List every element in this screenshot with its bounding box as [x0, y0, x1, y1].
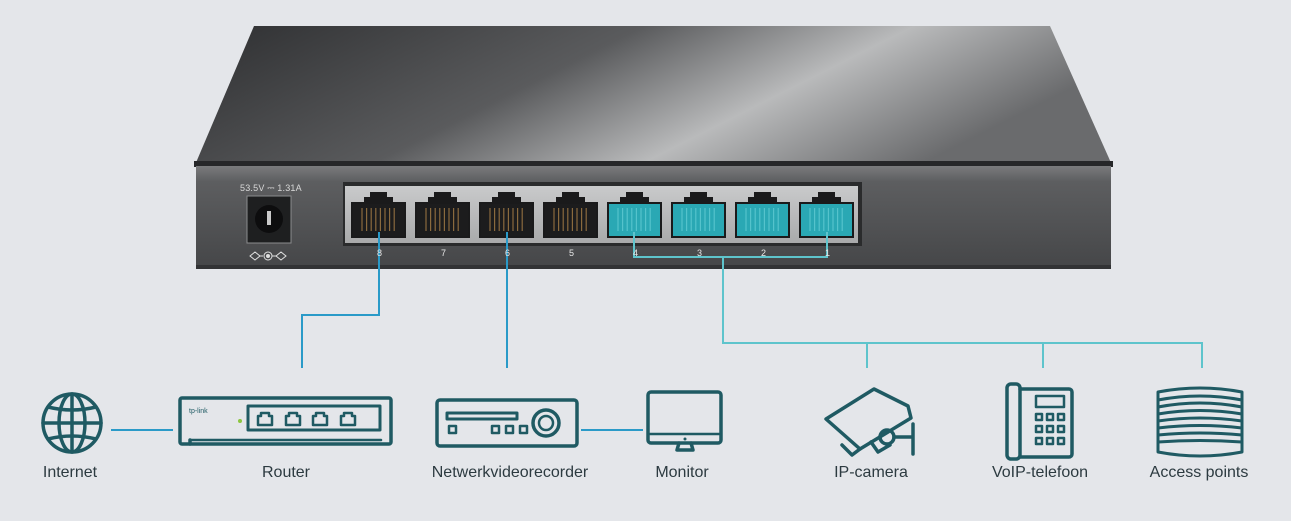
- globe-icon: [41, 392, 103, 454]
- port-number-2: 2: [760, 248, 767, 258]
- port-latch-notch: [428, 192, 457, 203]
- connections: [111, 232, 1203, 431]
- desk-phone-icon: [1005, 382, 1074, 461]
- monitor-icon: [646, 390, 723, 452]
- port-latch-notch: [748, 192, 777, 203]
- ethernet-port-1[interactable]: [799, 192, 854, 238]
- ethernet-port-4[interactable]: [607, 192, 662, 238]
- port-body: [543, 202, 598, 238]
- device-label-access-points: Access points: [1149, 464, 1249, 481]
- ethernet-ports: [351, 192, 854, 238]
- ethernet-port-2[interactable]: [735, 192, 790, 238]
- power-rating-text: 53.5V ⎓ 1.31A: [240, 183, 302, 193]
- port-number-5: 5: [568, 248, 575, 258]
- ethernet-port-3[interactable]: [671, 192, 726, 238]
- link-poe-trunk: [722, 257, 1203, 368]
- port-number-4: 4: [632, 248, 639, 258]
- port-body: [415, 202, 470, 238]
- access-point-icon: [1156, 386, 1244, 458]
- device-label-monitor: Monitor: [655, 464, 709, 481]
- port-latch-notch: [812, 192, 841, 203]
- ethernet-port-7[interactable]: [415, 192, 470, 238]
- device-label-nvr: Netwerkvideorecorder: [431, 464, 589, 481]
- router-brand-text: tp-link: [189, 408, 208, 415]
- device-label-internet: Internet: [42, 464, 98, 481]
- device-label-ip-camera: IP-camera: [834, 464, 908, 481]
- port-latch-notch: [364, 192, 393, 203]
- device-label-voip-phone: VoIP-telefoon: [991, 464, 1089, 481]
- poe-port-body: [735, 202, 790, 238]
- dc-polarity-icon: [249, 251, 287, 261]
- poe-switch: [194, 26, 1113, 269]
- port-latch-notch: [620, 192, 649, 203]
- device-label-router: Router: [261, 464, 311, 481]
- poe-port-body: [607, 202, 662, 238]
- port-latch-notch: [684, 192, 713, 203]
- port-number-6: 6: [504, 248, 511, 258]
- switch-top-edge: [194, 161, 1113, 167]
- ethernet-port-8[interactable]: [351, 192, 406, 238]
- switch-top-panel: [195, 26, 1112, 165]
- switch-bottom-edge: [196, 265, 1111, 269]
- port-body: [479, 202, 534, 238]
- ethernet-port-6[interactable]: [479, 192, 534, 238]
- power-jack-pin: [267, 211, 271, 225]
- poe-port-body: [671, 202, 726, 238]
- nvr-icon: [435, 398, 579, 448]
- port-body: [351, 202, 406, 238]
- port-latch-notch: [556, 192, 585, 203]
- port-number-1: 1: [824, 248, 831, 258]
- router-icon: [178, 396, 393, 446]
- poe-port-body: [799, 202, 854, 238]
- ethernet-port-5[interactable]: [543, 192, 598, 238]
- link-poe-bracket: [633, 232, 828, 258]
- port-number-3: 3: [696, 248, 703, 258]
- port-number-8: 8: [376, 248, 383, 258]
- link-port8-router: [301, 232, 380, 368]
- port-latch-notch: [492, 192, 521, 203]
- cctv-camera-icon: [824, 387, 915, 457]
- port-number-7: 7: [440, 248, 447, 258]
